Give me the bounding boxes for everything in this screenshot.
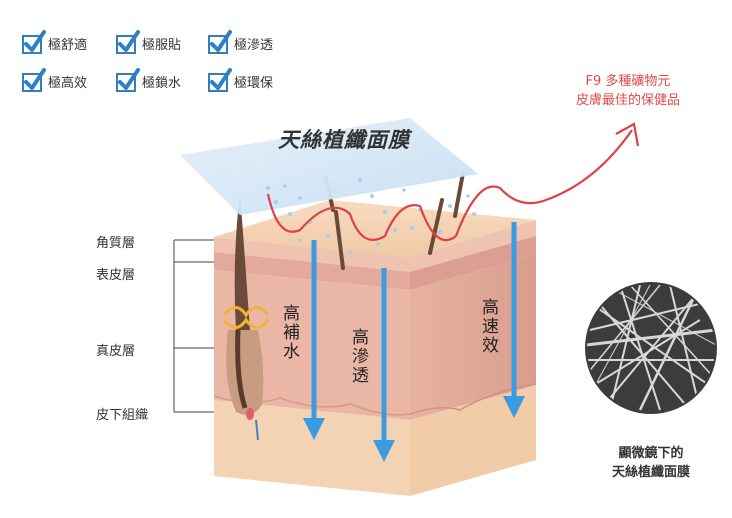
checklist-label: 極滲透: [234, 37, 274, 53]
curve-arrowhead-icon: [615, 122, 640, 147]
arrow-down-icon: [303, 418, 325, 440]
layer-label-stratum-corneum: 角質層: [96, 236, 136, 251]
checklist-label: 極環保: [234, 75, 274, 91]
f9-note-line1: F9 多種礦物元: [585, 74, 671, 89]
arrow-label-hydration: 高補水: [279, 304, 299, 361]
arrow-label-penetration: 高滲透: [348, 328, 368, 385]
penetration-arrows: [311, 222, 517, 446]
arrow-label-efficacy: 高速效: [478, 298, 498, 355]
mask-title: 天絲植纖面膜: [278, 128, 410, 152]
checkbox-checked-icon: [22, 68, 46, 92]
microscope-caption-line2: 天絲植纖面膜: [611, 465, 690, 480]
checklist-item: 極滲透: [208, 30, 273, 56]
arrow-down-icon: [503, 396, 525, 418]
arrow-down-icon: [373, 440, 395, 462]
checkbox-checked-icon: [116, 68, 140, 92]
microscope-caption-line1: 顯微鏡下的: [618, 446, 684, 461]
f9-note-line2: 皮膚最佳的保健品: [575, 93, 680, 108]
checklist-item: 極高效: [22, 68, 87, 94]
layer-bracket: [173, 239, 214, 413]
mineral-path-curve: [266, 129, 633, 242]
checklist-label: 極舒適: [48, 37, 88, 53]
f9-mineral-note: F9 多種礦物元 皮膚最佳的保健品: [558, 72, 698, 110]
checkbox-checked-icon: [22, 30, 46, 54]
checklist-item: 極鎖水: [116, 68, 181, 94]
arrow-heads: [303, 396, 525, 462]
layer-label-subcutaneous: 皮下組織: [96, 408, 149, 423]
checklist-label: 極鎖水: [142, 75, 182, 91]
checkbox-checked-icon: [208, 30, 232, 54]
checkbox-checked-icon: [208, 68, 232, 92]
microscope-image: [585, 282, 717, 414]
checklist-item: 極服貼: [116, 30, 181, 56]
checkbox-checked-icon: [116, 30, 140, 54]
layer-label-epidermis: 表皮層: [96, 268, 136, 283]
skin-right-face: [409, 220, 537, 496]
layer-label-dermis: 真皮層: [96, 344, 136, 359]
mask-sheet: [180, 118, 478, 215]
checklist-item: 極舒適: [22, 30, 87, 56]
checklist-label: 極高效: [48, 75, 88, 91]
checklist-item: 極環保: [208, 68, 273, 94]
microscope-caption: 顯微鏡下的 天絲植纖面膜: [581, 444, 721, 482]
checklist-label: 極服貼: [142, 37, 182, 53]
hair-follicle-icon: [222, 192, 270, 441]
